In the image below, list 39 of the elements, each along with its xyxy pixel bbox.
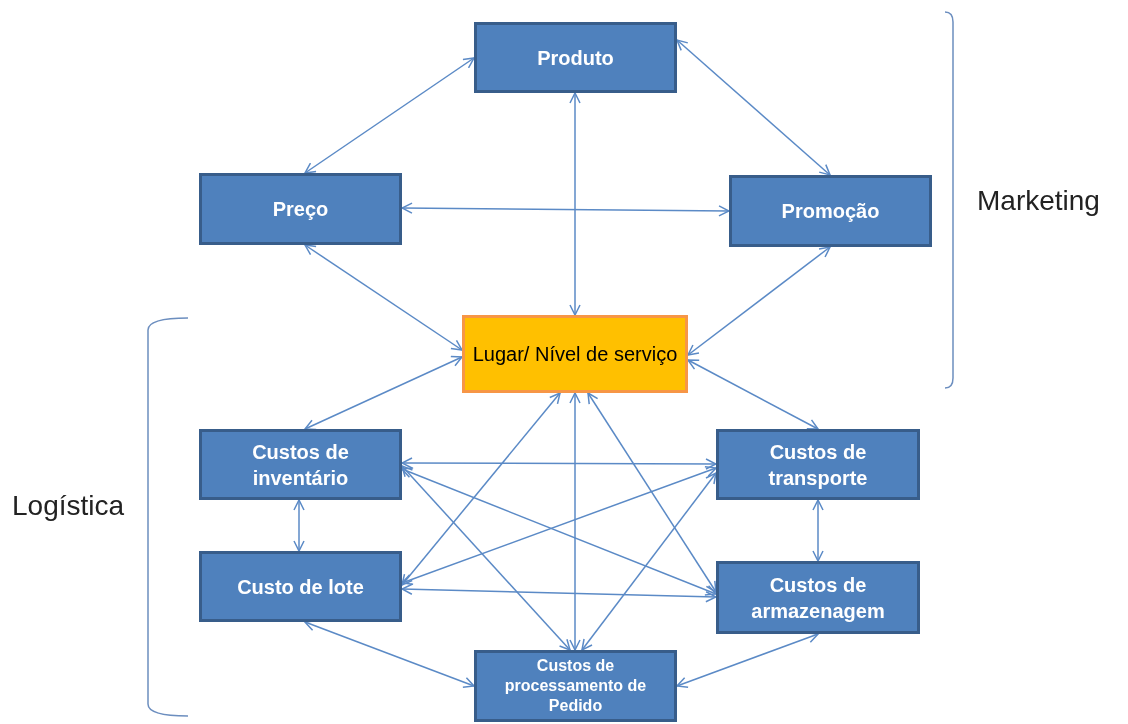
process-box: [199, 429, 402, 500]
process-box: [474, 22, 677, 93]
node-text: Lugar/ Nível de serviço: [472, 342, 678, 367]
arrow: [401, 465, 571, 651]
arrow: [569, 92, 581, 316]
arrow: [587, 392, 717, 593]
node-text: Custo de lote: [237, 574, 364, 600]
arrow: [676, 39, 831, 176]
arrow: [581, 472, 717, 651]
process-box: [474, 650, 677, 722]
node-text: Custos de armazenagem: [750, 572, 886, 624]
arrow: [304, 620, 475, 688]
arrow: [293, 499, 305, 552]
arrow: [401, 583, 717, 603]
arrow: [812, 499, 824, 562]
process-box: [199, 551, 402, 622]
node-text: Preço: [272, 197, 329, 222]
process-box: [716, 561, 920, 634]
arrow: [304, 355, 463, 431]
node-text: Promoção: [781, 199, 880, 224]
process-box: [716, 429, 920, 500]
node-text: Produto: [537, 45, 614, 71]
arrow: [676, 632, 819, 688]
process-box: [729, 175, 932, 247]
arrow: [304, 244, 463, 351]
arrow: [569, 392, 581, 651]
arrow: [401, 457, 717, 470]
arrow: [687, 359, 819, 430]
node-text: Custos de transporte: [767, 439, 869, 491]
highlighted-box: [462, 315, 688, 393]
arrow: [687, 246, 831, 356]
group-label: Marketing: [977, 185, 1100, 217]
arrow: [304, 57, 475, 174]
arrow: [401, 202, 730, 217]
node-text: Custos de inventário: [251, 439, 350, 491]
arrow: [401, 392, 561, 586]
process-box: [199, 173, 402, 245]
node-text: Custos de processamento de Pedido: [503, 656, 648, 716]
group-label: Logística: [12, 490, 125, 522]
